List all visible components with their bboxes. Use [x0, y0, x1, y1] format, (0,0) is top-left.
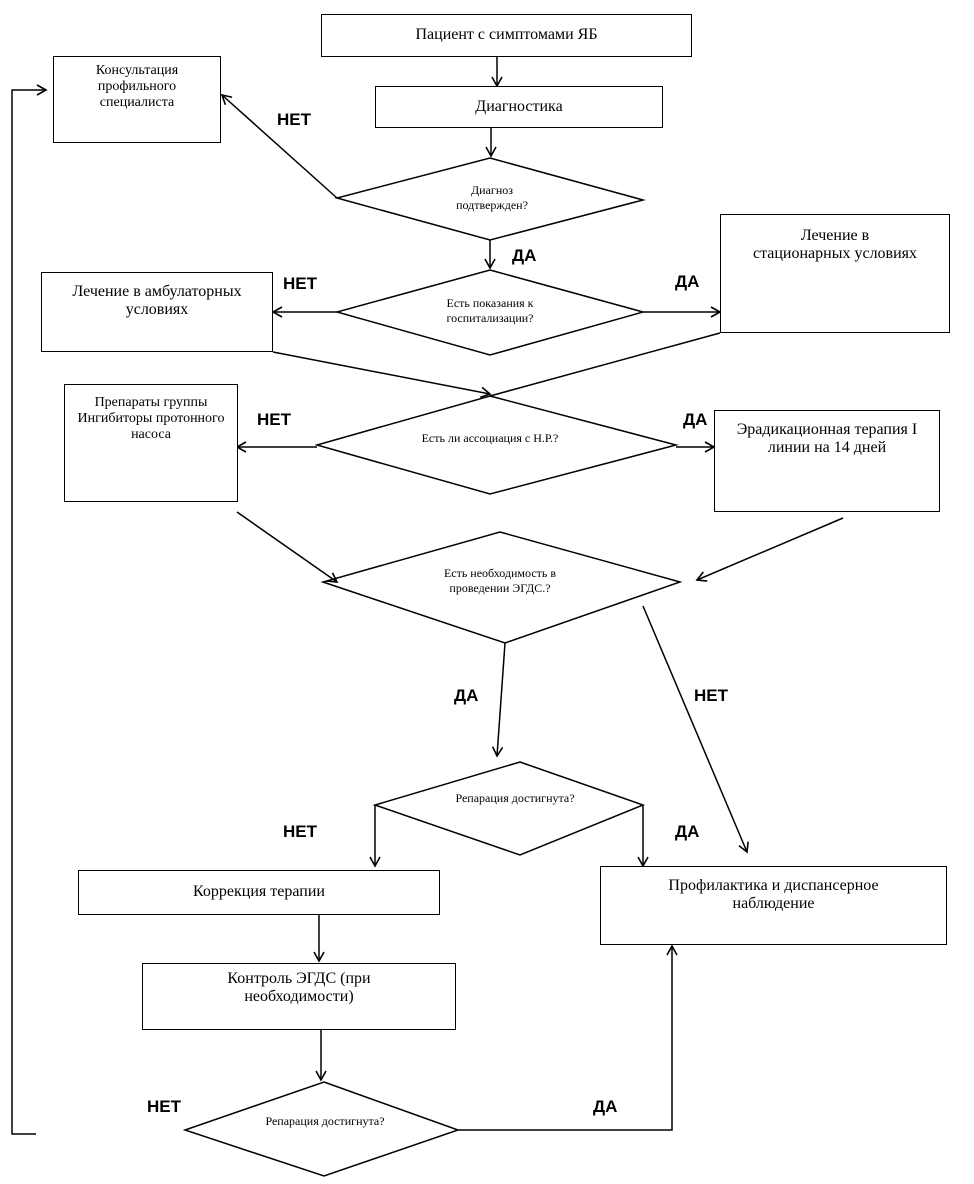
label-yes-egds: ДА	[454, 686, 479, 705]
line-outpatient-merge	[272, 351, 492, 398]
arrow-no-prophylaxis	[642, 605, 749, 854]
label-no-consultation: НЕТ	[277, 110, 311, 129]
arrow-yes-repair2-prophylaxis	[458, 944, 678, 1131]
label-yes-repair1: ДА	[675, 822, 700, 841]
box-patient: Пациент с симптомами ЯБ	[321, 14, 692, 57]
label-no-egds: НЕТ	[694, 686, 728, 705]
label-yes-diagnosis: ДА	[512, 246, 537, 265]
diamond-hp-association-text: Есть ли ассоциация с Н.Р.?	[421, 431, 559, 445]
label-yes-inpatient: ДА	[675, 272, 700, 291]
label-no-repair1: НЕТ	[283, 822, 317, 841]
label-no-repair2: НЕТ	[147, 1097, 181, 1116]
label-yes-repair2: ДА	[593, 1097, 618, 1116]
box-therapy-correction: Коррекция терапии	[78, 870, 440, 915]
box-diagnostics: Диагностика	[375, 86, 663, 128]
box-inpatient: Лечение в стационарных условиях	[720, 214, 950, 333]
diamond-diagnosis-confirmed-text: Диагноз подтвержден?	[456, 183, 528, 212]
line-inpatient-merge	[489, 332, 721, 397]
box-outpatient: Лечение в амбулаторных условиях	[41, 272, 273, 352]
diamond-repair-1-text: Репарация достигнута?	[455, 791, 575, 805]
box-ppi: Препараты группы Ингибиторы протонного н…	[64, 384, 238, 502]
diamond-repair-2-text: Репарация достигнута?	[265, 1114, 385, 1128]
box-eradication: Эрадикационная терапия I линии на 14 дне…	[714, 410, 940, 512]
arrow-no-consultation	[220, 93, 338, 199]
arrow-ppi-egds	[236, 511, 339, 583]
box-prophylaxis: Профилактика и диспансерное наблюдение	[600, 866, 947, 945]
label-no-ppi: НЕТ	[257, 410, 291, 429]
arrow-eradication-egds	[695, 517, 844, 582]
diamond-hospitalization	[334, 269, 646, 356]
diamond-hospitalization-text: Есть показания к госпитализации?	[446, 296, 534, 325]
diamond-egds-needed-text: Есть необходимость в проведении ЭГДС.?	[443, 566, 557, 595]
box-consultation: Консультация профильного специалиста	[53, 56, 221, 143]
label-yes-eradication: ДА	[683, 410, 708, 429]
diamond-hp-association	[314, 395, 679, 495]
arrow-yes-repair1	[491, 642, 506, 758]
box-egds-control: Контроль ЭГДС (при необходимости)	[142, 963, 456, 1030]
diamond-repair-2	[182, 1081, 461, 1177]
label-no-outpatient: НЕТ	[283, 274, 317, 293]
arrow-no-loop-consultation	[11, 84, 48, 1135]
diamond-repair-1	[372, 761, 646, 856]
